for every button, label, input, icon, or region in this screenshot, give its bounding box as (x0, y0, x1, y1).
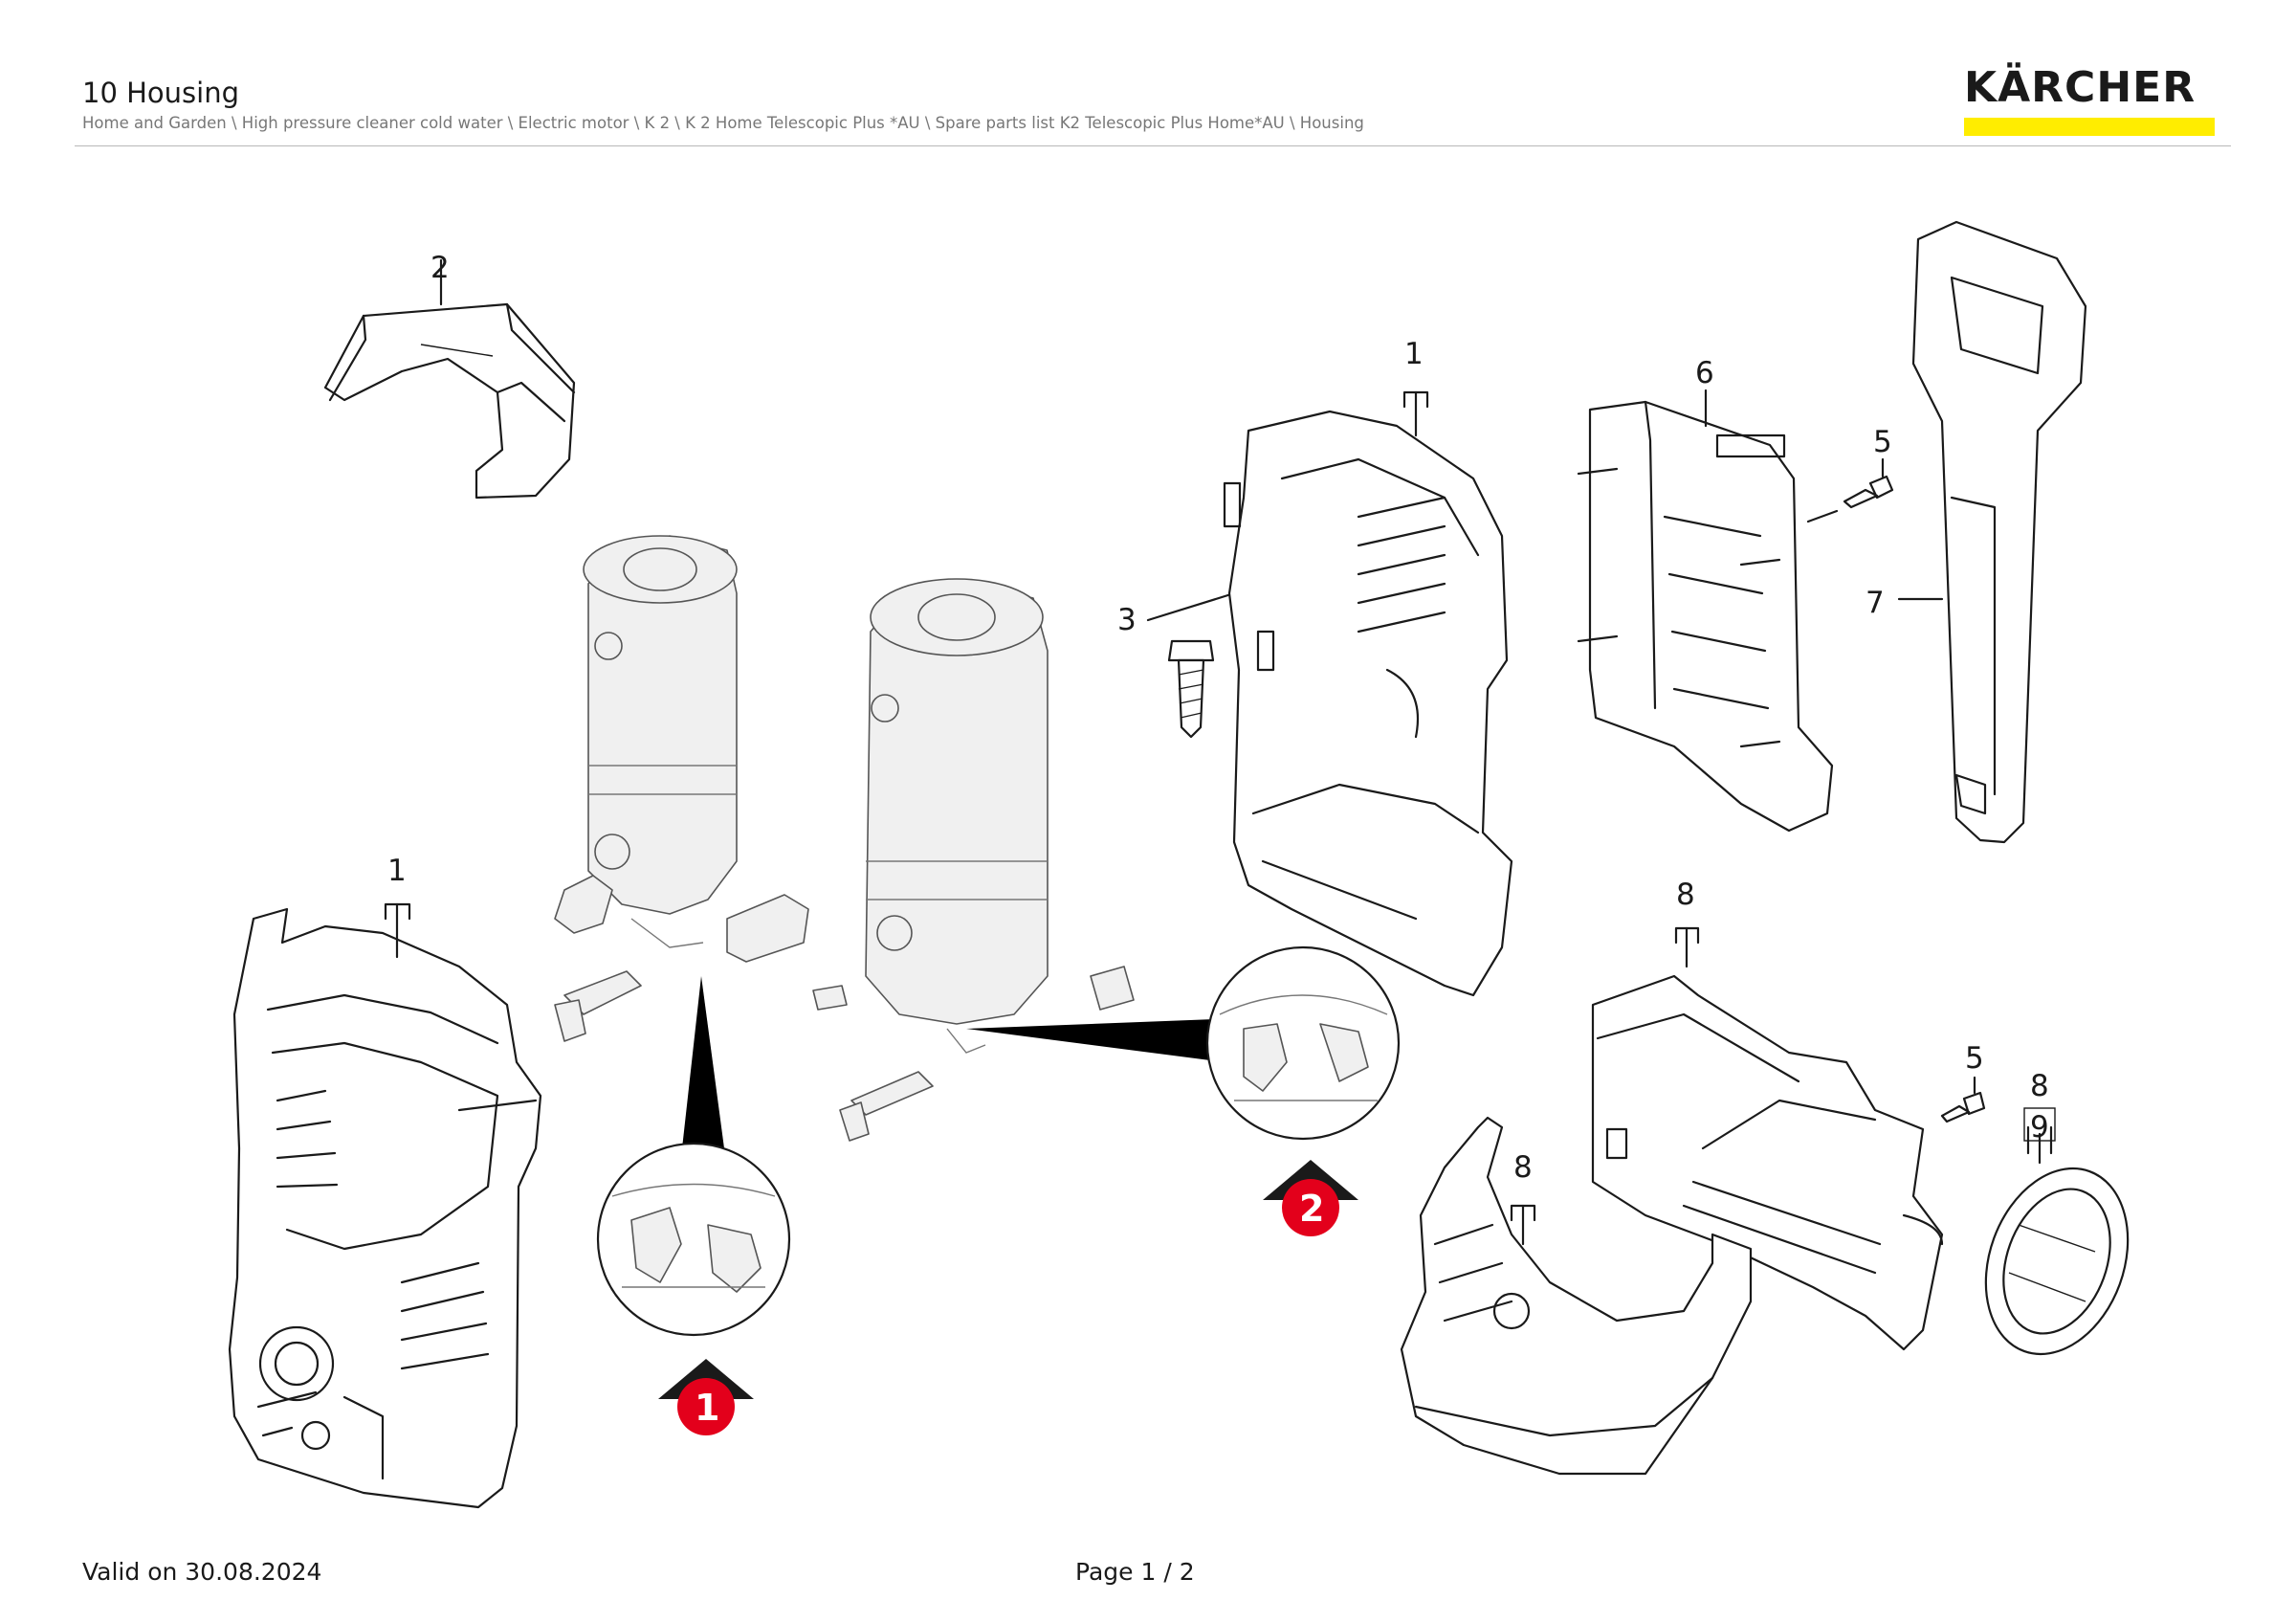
callout-base-holder: 8 (1513, 1150, 1533, 1185)
part-top-handle (323, 258, 576, 500)
marker-2: 2 (1263, 1160, 1358, 1236)
part-hose-holder-top (1591, 926, 1944, 1351)
motor-pump-assembly-right (812, 578, 1135, 1142)
part-telescopic-handle (1897, 220, 2087, 844)
callout-screw-holder: 5 (1965, 1041, 1984, 1076)
detail-circle-1 (596, 1142, 791, 1337)
karcher-logo: KÄRCHER (1964, 65, 2215, 136)
marker-1: 1 (658, 1359, 754, 1435)
callout-bracket: 6 (1695, 356, 1714, 390)
part-front-housing (228, 902, 542, 1509)
header-divider (75, 145, 2231, 146)
callout-telescopic-handle: 7 (1866, 586, 1885, 620)
callout-screw-large: 3 (1117, 603, 1137, 637)
part-rear-housing (1223, 390, 1513, 997)
motor-pump-assembly-left (554, 535, 809, 1042)
callout-reel-cap: 8 (2030, 1069, 2049, 1103)
part-screw-bracket (1806, 457, 1894, 523)
callout-housing-front: 1 (387, 854, 407, 888)
logo-yellow-bar (1964, 118, 2215, 136)
callout-screw-bracket: 5 (1873, 425, 1892, 459)
callout-reel-cap-sub: 9 (2030, 1110, 2049, 1145)
detail-circle-2 (1205, 945, 1401, 1141)
part-screw-large (1146, 591, 1236, 739)
callout-hose-holder-top: 8 (1676, 878, 1695, 912)
callout-handle-top: 2 (430, 251, 450, 285)
part-base-holder (1400, 1116, 1753, 1476)
part-reel-cap (1984, 1125, 2130, 1356)
breadcrumb: Home and Garden \ High pressure cleaner … (82, 114, 1364, 132)
part-bracket (1577, 389, 1834, 833)
marker-2-label: 2 (1299, 1188, 1324, 1230)
callout-housing-rear: 1 (1404, 337, 1424, 371)
part-screw-holder (1940, 1076, 1986, 1123)
page-title: 10 Housing (82, 77, 240, 109)
footer-page-number: Page 1 / 2 (1075, 1558, 1195, 1586)
callout-reel-cap-sub-box (2023, 1107, 2056, 1142)
logo-wordmark: KÄRCHER (1964, 63, 2197, 112)
zoom-pointer-2 (966, 1019, 1215, 1060)
marker-1-label: 1 (695, 1387, 719, 1429)
footer-valid-date: Valid on 30.08.2024 (82, 1558, 322, 1586)
zoom-pointer-1 (682, 976, 724, 1148)
